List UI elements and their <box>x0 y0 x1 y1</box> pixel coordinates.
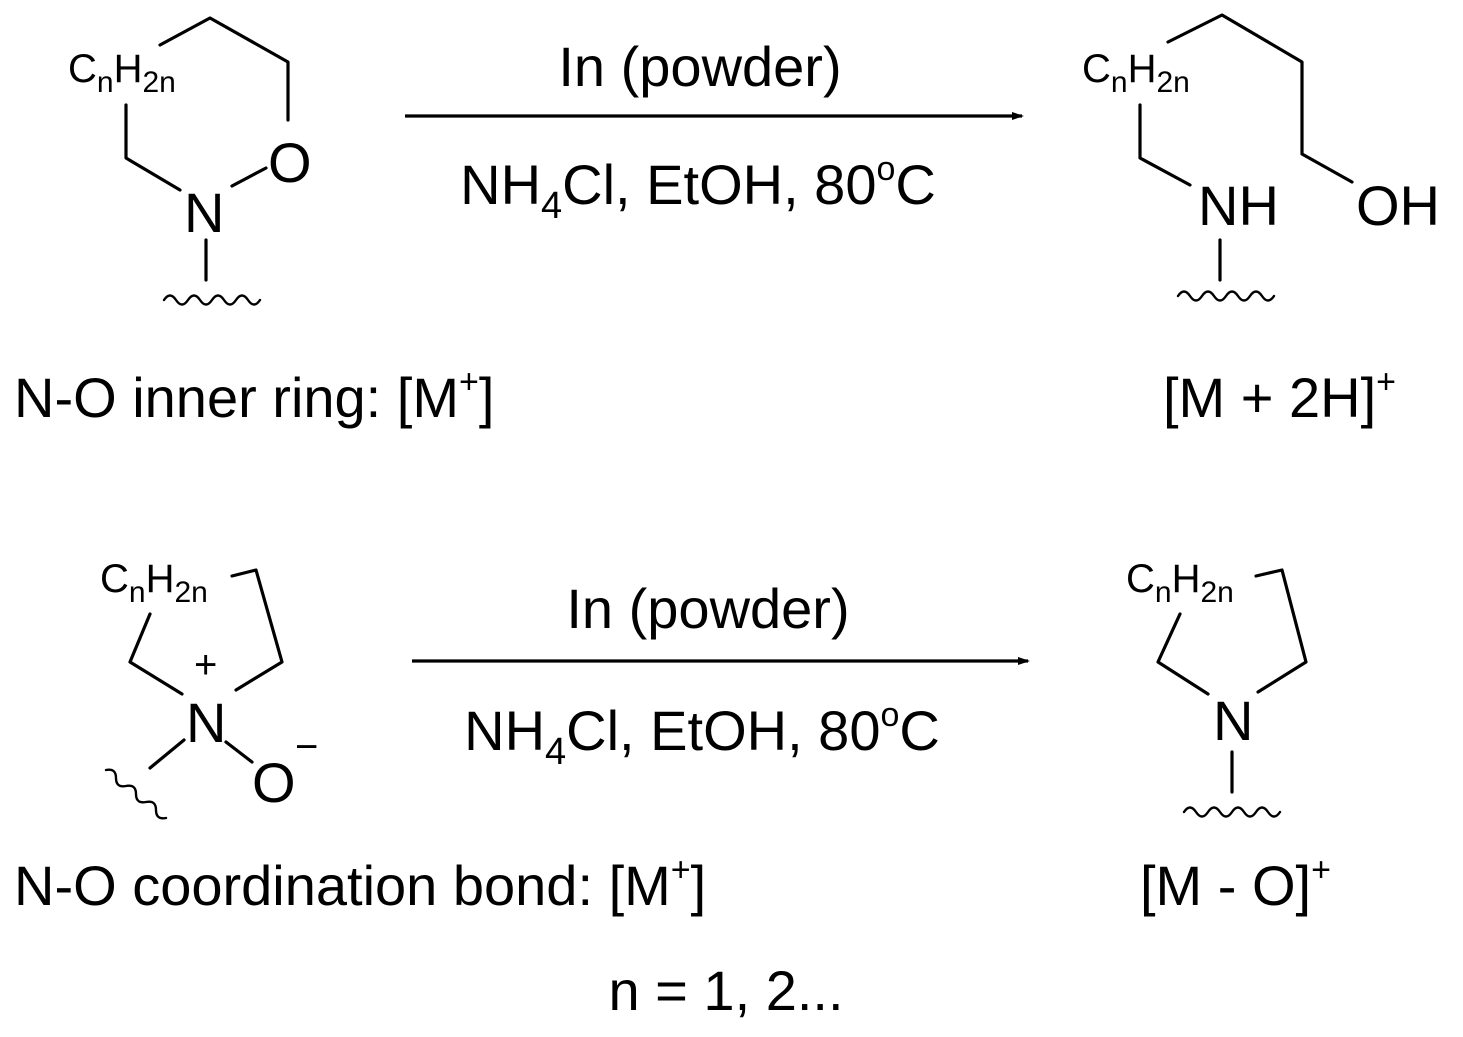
product1-label: [M + 2H]+ <box>1163 363 1396 429</box>
n-substituent-bond <box>148 738 186 770</box>
oxygen-atom: O <box>268 131 312 194</box>
ring-bonds-left <box>124 103 182 192</box>
oh-group: OH <box>1356 174 1440 237</box>
chain-label: CnH2n <box>100 557 208 609</box>
n-o-bond <box>230 166 268 188</box>
ring-bonds-top <box>158 16 290 122</box>
ring-bonds-left <box>128 612 184 696</box>
ring-bonds-left <box>1156 612 1210 696</box>
nitrogen-atom: N <box>186 691 226 754</box>
nitrogen-atom: N <box>1213 689 1253 752</box>
ring-bonds-right <box>1254 568 1308 694</box>
footnote: n = 1, 2... <box>608 959 843 1022</box>
wavy-attachment <box>1182 806 1282 818</box>
reaction1: CnH2n O N N-O inner ring: [M+] In (powde… <box>14 13 1440 429</box>
reaction1-arrow: In (powder) NH4Cl, EtOH, 80oC <box>405 35 1024 227</box>
reaction2-arrow: In (powder) NH4Cl, EtOH, 80oC <box>412 577 1030 773</box>
reactant1-structure: CnH2n O N <box>68 16 312 306</box>
reagent-above: In (powder) <box>566 577 849 640</box>
chain-label: CnH2n <box>1082 47 1190 99</box>
product1-structure: CnH2n NH OH <box>1082 13 1440 302</box>
minus-charge: − <box>295 725 318 769</box>
nh-group: NH <box>1198 174 1279 237</box>
conditions-below: NH4Cl, EtOH, 80oC <box>464 696 940 773</box>
oxygen-atom: O <box>252 751 296 814</box>
wavy-attachment <box>1176 290 1276 302</box>
chain-label: CnH2n <box>1126 557 1234 609</box>
reagent-above: In (powder) <box>558 35 841 98</box>
product2-structure: CnH2n N <box>1126 557 1308 818</box>
conditions-below: NH4Cl, EtOH, 80oC <box>460 150 936 227</box>
ring-bonds-right <box>230 568 284 692</box>
wavy-attachment <box>104 768 168 820</box>
chain-bonds-to-nh <box>1138 103 1192 187</box>
product2-label: [M - O]+ <box>1140 851 1331 917</box>
wavy-attachment <box>162 294 262 306</box>
chain-bonds-to-oh <box>1166 13 1354 184</box>
chain-label: CnH2n <box>68 47 176 99</box>
n-o-bond <box>224 740 254 764</box>
plus-charge: + <box>194 643 217 687</box>
reaction2: CnH2n + N O − N-O coordination bond: [M+… <box>14 557 1331 917</box>
reactant2-label: N-O coordination bond: [M+] <box>14 851 706 917</box>
reactant2-structure: CnH2n + N O − <box>100 557 318 820</box>
reactant1-label: N-O inner ring: [M+] <box>14 363 494 429</box>
nitrogen-atom: N <box>184 181 224 244</box>
